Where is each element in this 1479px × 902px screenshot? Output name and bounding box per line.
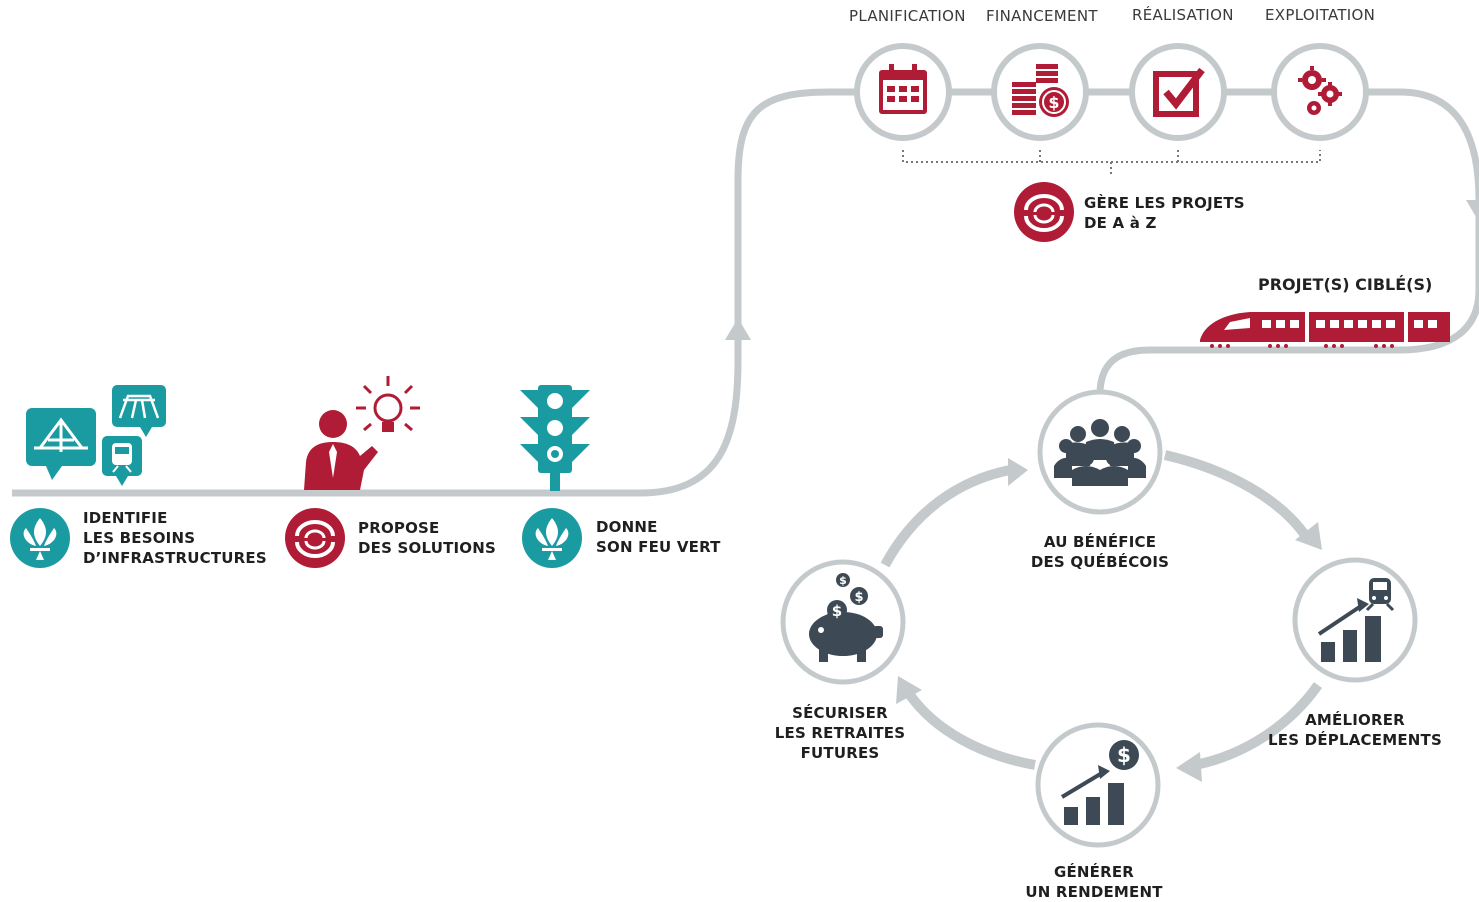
cycle-arrow-3 <box>905 692 1036 770</box>
phase-circle-planification <box>854 43 952 141</box>
cycle-label-mobility: AMÉLIORER LES DÉPLACEMENTS <box>1266 710 1444 750</box>
svg-text:$: $ <box>1117 743 1131 767</box>
cycle-arrow-4 <box>880 465 1011 568</box>
infrastructure-bubbles-icon <box>26 385 166 486</box>
calendar-icon <box>879 64 927 114</box>
manages-line: DE A à Z <box>1084 214 1157 232</box>
cycle-line: AU BÉNÉFICE <box>1043 533 1157 551</box>
cycle-line: DES QUÉBÉCOIS <box>1030 553 1170 571</box>
step-line: DES SOLUTIONS <box>358 539 497 557</box>
step-line: SON FEU VERT <box>596 538 721 556</box>
phase-label-exploitation: EXPLOITATION <box>1265 6 1376 24</box>
phase-circle-exploitation <box>1271 43 1369 141</box>
cycle-label-retirement: SÉCURISER LES RETRAITES FUTURES <box>760 703 920 763</box>
cycle-line: AMÉLIORER <box>1305 711 1405 729</box>
cycle-circle-mobility <box>1292 557 1418 683</box>
cycle-line: FUTURES <box>800 744 880 762</box>
coins-dollar-icon: $ <box>1012 64 1069 117</box>
cycle-circle-retirement: $ $ $ <box>780 559 906 685</box>
cycle-line: GÉNÉRER <box>1053 863 1135 881</box>
cycle-arrow-2 <box>1194 682 1323 770</box>
svg-text:$: $ <box>832 602 842 620</box>
quebec-fleur-de-lis-icon <box>522 508 582 568</box>
step-label-greenlight: DONNE SON FEU VERT <box>596 517 721 557</box>
piggy-bank-icon: $ $ $ <box>809 573 883 662</box>
checkbox-icon <box>1153 67 1205 117</box>
step-line: LES BESOINS <box>83 529 196 547</box>
growth-chart-train-icon <box>1317 578 1395 662</box>
phase-circle-realisation <box>1129 43 1227 141</box>
manages-label: GÈRE LES PROJETS DE A à Z <box>1084 193 1245 233</box>
cycle-circle-return: $ <box>1035 722 1161 848</box>
growth-chart-dollar-icon: $ <box>1060 740 1139 825</box>
cycle-line: UN RENDEMENT <box>1025 883 1163 901</box>
train-icon <box>1200 312 1450 348</box>
cycle-line: SÉCURISER <box>792 704 888 722</box>
phases-bracket <box>902 150 1321 176</box>
cycle-line: LES RETRAITES <box>774 724 906 742</box>
svg-text:$: $ <box>854 590 863 605</box>
phase-label-realisation: RÉALISATION <box>1132 6 1234 24</box>
cdpq-logo-icon <box>1014 182 1074 242</box>
traffic-light-icon <box>520 385 590 491</box>
main-path <box>12 88 1479 497</box>
step-line: PROPOSE <box>358 519 440 537</box>
phase-circle-financement: $ <box>991 43 1089 141</box>
phase-label-planification: PLANIFICATION <box>849 7 966 25</box>
step-line: D’INFRASTRUCTURES <box>83 549 267 567</box>
path-arrow-down <box>1466 200 1479 222</box>
businessman-idea-icon <box>304 376 420 490</box>
step-label-propose: PROPOSE DES SOLUTIONS <box>358 518 496 558</box>
path-arrow-up <box>725 318 751 340</box>
svg-text:$: $ <box>839 574 847 587</box>
cycle-arrow-1 <box>1163 450 1310 538</box>
gears-icon <box>1298 66 1342 115</box>
step-line: IDENTIFIE <box>83 509 168 527</box>
phase-label-financement: FINANCEMENT <box>986 7 1098 25</box>
cdpq-logo-icon <box>285 508 345 568</box>
quebec-fleur-de-lis-icon <box>10 508 70 568</box>
svg-text:$: $ <box>1048 93 1059 112</box>
manages-line: GÈRE LES PROJETS <box>1084 194 1245 212</box>
step-line: DONNE <box>596 518 658 536</box>
step-label-identify: IDENTIFIE LES BESOINS D’INFRASTRUCTURES <box>83 508 267 568</box>
cycle-circle-people <box>1037 389 1163 515</box>
people-group-icon <box>1054 419 1146 486</box>
cycle-line: LES DÉPLACEMENTS <box>1268 731 1442 749</box>
cycle-label-benefit: AU BÉNÉFICE DES QUÉBÉCOIS <box>1010 532 1190 572</box>
targeted-projects-label: PROJET(S) CIBLÉ(S) <box>1258 275 1433 294</box>
cycle-label-return: GÉNÉRER UN RENDEMENT <box>1010 862 1178 902</box>
